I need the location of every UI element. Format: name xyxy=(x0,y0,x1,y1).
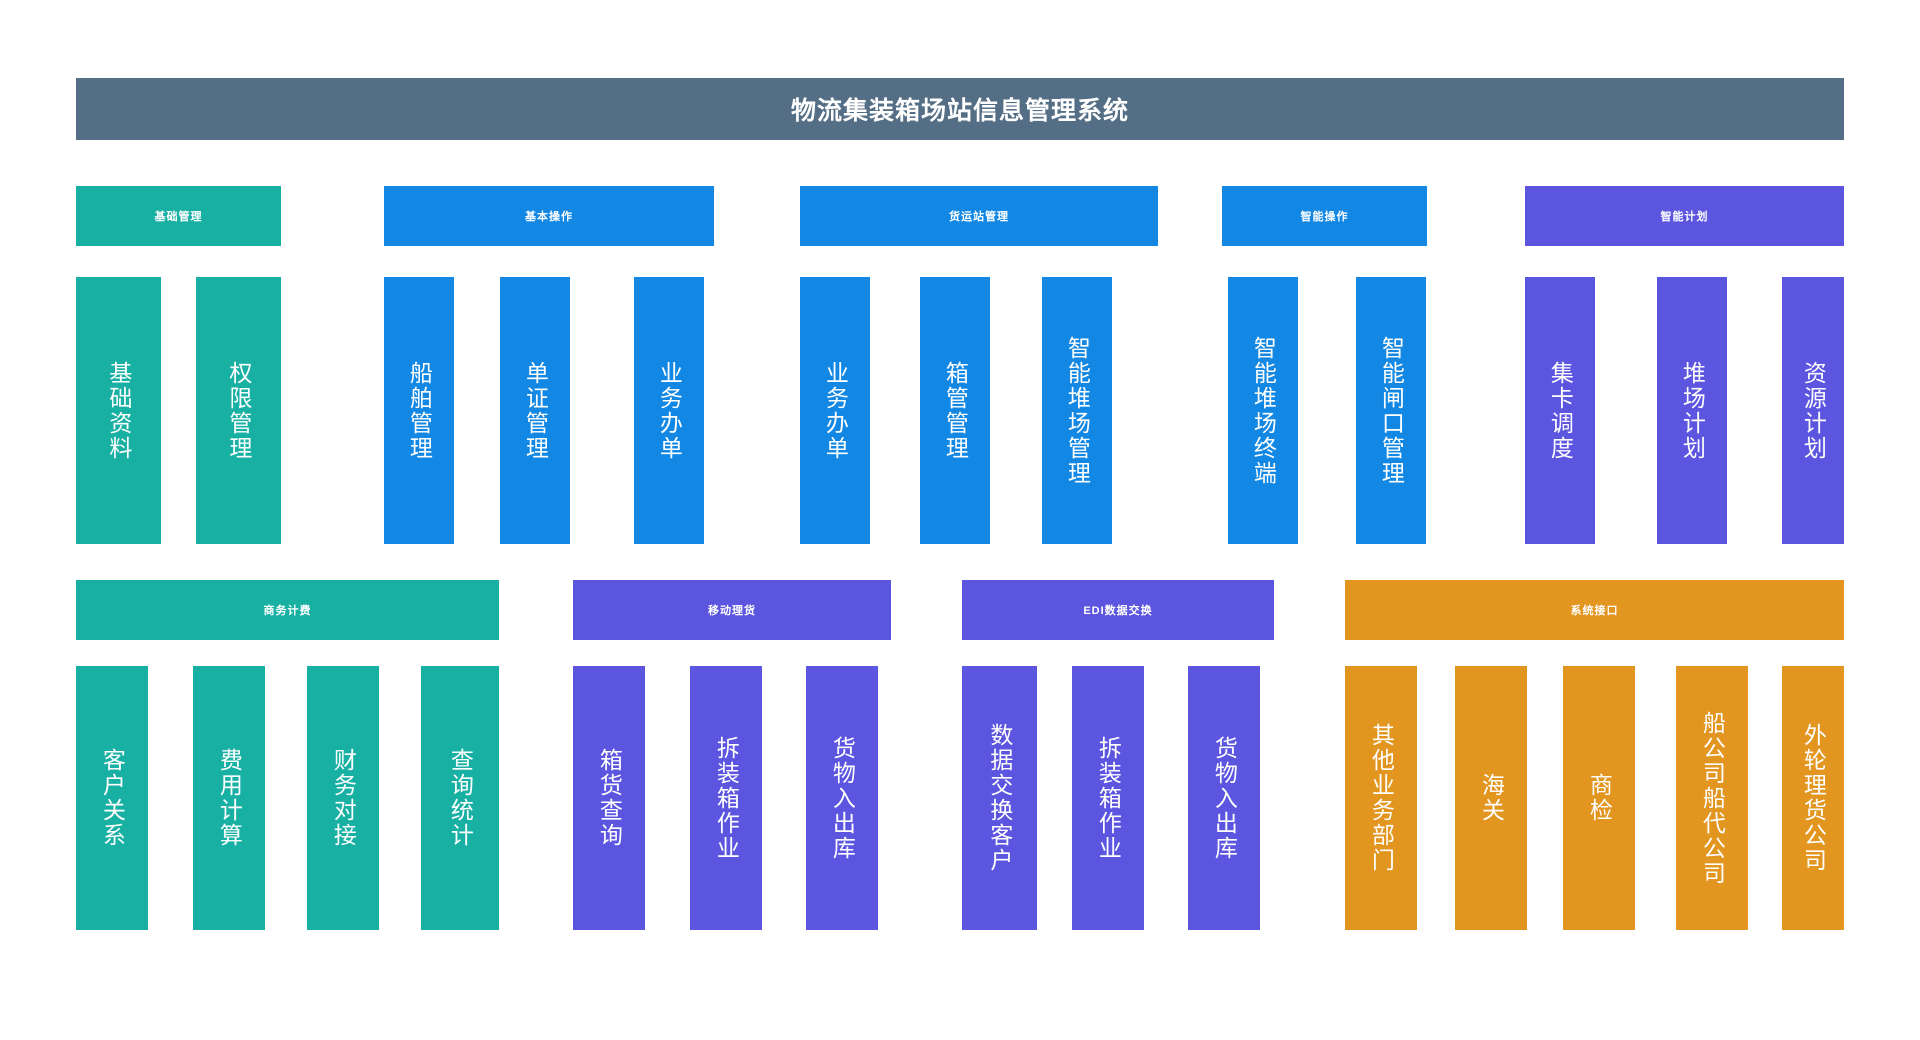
module-label: 船舶管理 xyxy=(406,360,433,461)
module-label: 智能堆场终端 xyxy=(1250,335,1277,486)
module-label: 智能闸口管理 xyxy=(1378,335,1405,486)
module-basic-management-1[interactable]: 基础资料 xyxy=(76,277,161,544)
module-system-interface-2[interactable]: 海关 xyxy=(1455,666,1527,930)
module-edi-data-exchange-2[interactable]: 拆装箱作业 xyxy=(1072,666,1144,930)
module-smart-planning-2[interactable]: 堆场计划 xyxy=(1657,277,1727,544)
module-smart-planning-3[interactable]: 资源计划 xyxy=(1782,277,1844,544)
module-label: 业务办单 xyxy=(656,360,683,461)
module-mobile-tally-3[interactable]: 货物入出库 xyxy=(806,666,878,930)
module-smart-planning-1[interactable]: 集卡调度 xyxy=(1525,277,1595,544)
module-basic-operation-3[interactable]: 业务办单 xyxy=(634,277,704,544)
group-header-business-billing[interactable]: 商务计费 xyxy=(76,580,499,640)
module-smart-operation-2[interactable]: 智能闸口管理 xyxy=(1356,277,1426,544)
module-freight-station-management-1[interactable]: 业务办单 xyxy=(800,277,870,544)
module-label: 拆装箱作业 xyxy=(713,735,740,861)
module-label: 费用计算 xyxy=(216,748,243,848)
module-freight-station-management-3[interactable]: 智能堆场管理 xyxy=(1042,277,1112,544)
module-label: 箱货查询 xyxy=(596,748,623,848)
module-label: 海关 xyxy=(1478,773,1505,823)
module-label: 业务办单 xyxy=(822,360,849,461)
group-header-smart-operation[interactable]: 智能操作 xyxy=(1222,186,1427,246)
module-label: 智能堆场管理 xyxy=(1064,335,1091,486)
module-label: 商检 xyxy=(1586,773,1613,823)
module-edi-data-exchange-1[interactable]: 数据交换客户 xyxy=(962,666,1037,930)
module-freight-station-management-2[interactable]: 箱管管理 xyxy=(920,277,990,544)
module-label: 资源计划 xyxy=(1800,360,1827,461)
group-header-basic-management[interactable]: 基础管理 xyxy=(76,186,281,246)
module-label: 货物入出库 xyxy=(829,735,856,861)
system-title-banner: 物流集装箱场站信息管理系统 xyxy=(76,78,1844,140)
module-label: 其他业务部门 xyxy=(1368,723,1395,873)
module-label: 集卡调度 xyxy=(1547,360,1574,461)
module-system-interface-5[interactable]: 外轮理货公司 xyxy=(1782,666,1844,930)
module-label: 拆装箱作业 xyxy=(1095,735,1122,861)
module-label: 客户关系 xyxy=(99,748,126,848)
module-label: 船公司船代公司 xyxy=(1699,710,1726,886)
module-label: 基础资料 xyxy=(105,360,132,461)
module-business-billing-4[interactable]: 查询统计 xyxy=(421,666,499,930)
group-header-basic-operation[interactable]: 基本操作 xyxy=(384,186,714,246)
group-header-mobile-tally[interactable]: 移动理货 xyxy=(573,580,891,640)
module-mobile-tally-1[interactable]: 箱货查询 xyxy=(573,666,645,930)
module-label: 权限管理 xyxy=(225,360,252,461)
group-header-system-interface[interactable]: 系统接口 xyxy=(1345,580,1844,640)
module-label: 外轮理货公司 xyxy=(1800,723,1827,873)
module-label: 堆场计划 xyxy=(1679,360,1706,461)
module-smart-operation-1[interactable]: 智能堆场终端 xyxy=(1228,277,1298,544)
module-label: 单证管理 xyxy=(522,360,549,461)
module-label: 货物入出库 xyxy=(1211,735,1238,861)
module-basic-operation-2[interactable]: 单证管理 xyxy=(500,277,570,544)
module-label: 查询统计 xyxy=(447,748,474,848)
module-system-interface-1[interactable]: 其他业务部门 xyxy=(1345,666,1417,930)
group-header-smart-planning[interactable]: 智能计划 xyxy=(1525,186,1844,246)
module-edi-data-exchange-3[interactable]: 货物入出库 xyxy=(1188,666,1260,930)
module-business-billing-2[interactable]: 费用计算 xyxy=(193,666,265,930)
module-mobile-tally-2[interactable]: 拆装箱作业 xyxy=(690,666,762,930)
module-basic-operation-1[interactable]: 船舶管理 xyxy=(384,277,454,544)
module-system-interface-3[interactable]: 商检 xyxy=(1563,666,1635,930)
module-label: 箱管管理 xyxy=(942,360,969,461)
module-business-billing-3[interactable]: 财务对接 xyxy=(307,666,379,930)
module-system-interface-4[interactable]: 船公司船代公司 xyxy=(1676,666,1748,930)
module-label: 财务对接 xyxy=(330,748,357,848)
group-header-freight-station-management[interactable]: 货运站管理 xyxy=(800,186,1158,246)
module-basic-management-2[interactable]: 权限管理 xyxy=(196,277,281,544)
module-label: 数据交换客户 xyxy=(986,723,1013,873)
module-business-billing-1[interactable]: 客户关系 xyxy=(76,666,148,930)
group-header-edi-data-exchange[interactable]: EDI数据交换 xyxy=(962,580,1274,640)
